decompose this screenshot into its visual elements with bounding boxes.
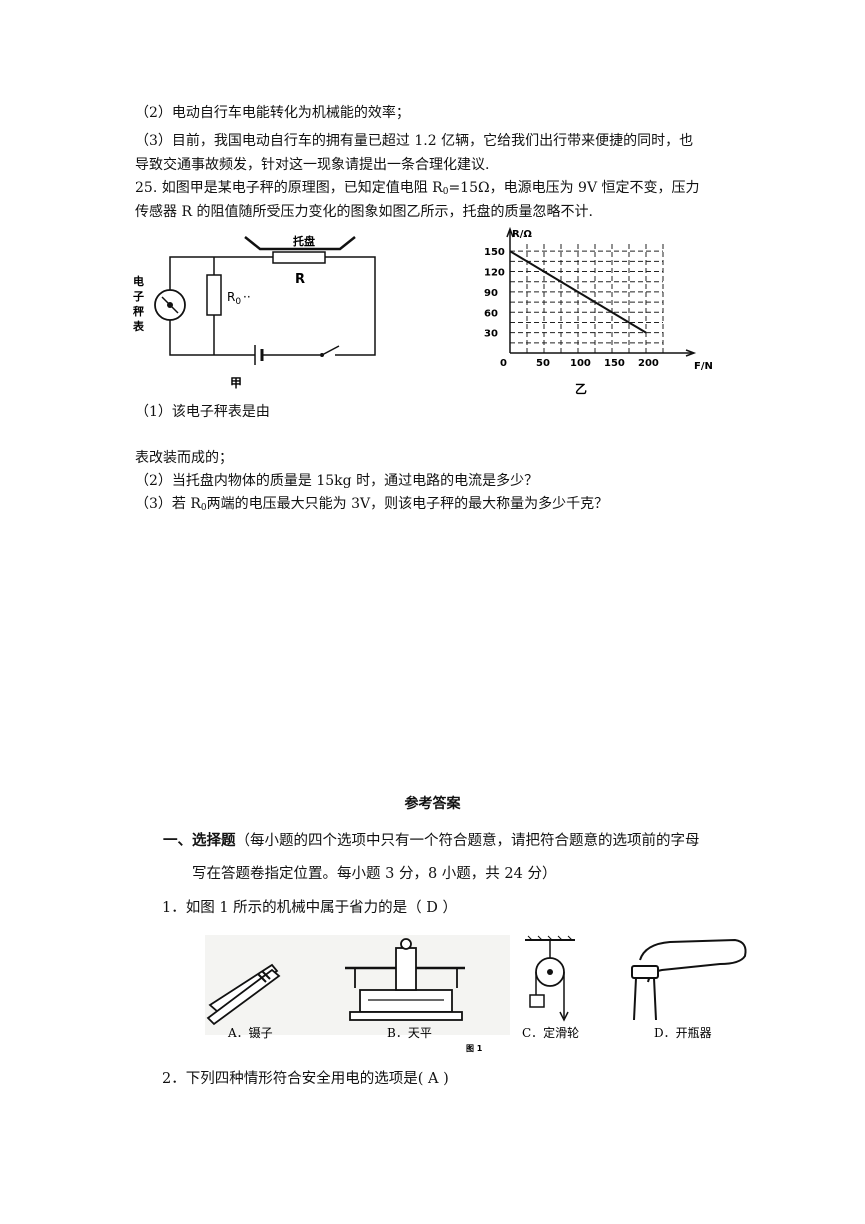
q24-part2: （2）电动自行车电能转化为机械能的效率； <box>135 105 410 121</box>
q25-intro-text-rest: =15Ω，电源电压为 9V 恒定不变，压力 <box>448 180 700 196</box>
q24-part3-line1: （3）目前，我国电动自行车的拥有量已超过 1.2 亿辆，它给我们出行带来便捷的同… <box>135 133 694 149</box>
x-tick-label: 50 <box>536 358 550 369</box>
answer-q2: 2．下列四种情形符合安全用电的选项是( A ) <box>162 1071 449 1087</box>
sensor-resistor <box>272 251 326 264</box>
x-tick-label: 200 <box>638 358 659 369</box>
sensor-r-label: R <box>295 272 305 287</box>
wire-top-left <box>169 256 273 290</box>
q25-part3-text-rest: 两端的电压最大只能为 3V，则该电子秤的最大称量为多少千克？ <box>206 496 609 512</box>
q25-part1-line1: （1）该电子秤表是由 <box>135 404 270 420</box>
switch-lever <box>321 345 340 356</box>
r0-dots: ·· <box>243 290 251 304</box>
y-tick-label: 30 <box>484 329 498 340</box>
wire-bottom-left <box>169 320 255 356</box>
figure-1-machines: A．镊子 B．天平 C．定滑轮 D．开瓶器 图 1 <box>205 935 747 1053</box>
answers-title: 参考答案 <box>404 796 461 812</box>
meter-pivot <box>167 302 173 308</box>
wire-right <box>325 256 376 356</box>
chart-axes <box>506 226 697 357</box>
q24-part3-line2: 导致交通事故频发，针对这一现象请提出一条合理化建议. <box>135 157 490 173</box>
r0-sub: 0 <box>235 297 241 307</box>
q25-intro-text: 25. 如图甲是某电子秤的原理图，已知定值电阻 R <box>135 180 443 196</box>
tweezers-icon <box>206 963 281 1026</box>
chart-y-axis-label: R/Ω <box>512 229 532 240</box>
q25-intro-line2: 传感器 R 的阻值随所受压力变化的图象如图乙所示，托盘的质量忽略不计. <box>135 204 593 220</box>
chart-series <box>509 250 647 334</box>
figure-b-label: 乙 <box>575 382 587 396</box>
tray-shape <box>244 236 356 251</box>
figure-a-label: 甲 <box>230 376 242 390</box>
meter-label-3: 秤 <box>133 304 144 318</box>
option-c-label: C．定滑轮 <box>522 1025 579 1040</box>
x-axis-arrow <box>685 349 697 357</box>
x-tick-label: 150 <box>604 358 625 369</box>
fixed-pulley-icon <box>525 935 575 1022</box>
section1-title: 一、选择题 <box>163 832 236 849</box>
x-tick-label: 100 <box>570 358 591 369</box>
r0-label: R0 <box>227 290 241 307</box>
q25-part3: （3）若 R0两端的电压最大只能为 3V，则该电子秤的最大称量为多少千克？ <box>135 494 608 518</box>
q25-part3-sub: 0 <box>200 503 207 513</box>
option-d-label: D．开瓶器 <box>654 1026 712 1040</box>
y-tick-label: 60 <box>484 308 498 319</box>
resistance-force-chart: 0 50 100 150 200 30 60 90 120 150 R/Ω F/N 乙 <box>484 226 713 396</box>
q25-part1-line2: 表改装而成的； <box>135 450 233 466</box>
series-line <box>509 250 647 334</box>
meter-label-2: 子 <box>133 290 144 303</box>
y-axis-arrow <box>506 226 514 238</box>
x-tick-label: 0 <box>500 358 507 369</box>
chart-ticks: 0 50 100 150 200 30 60 90 120 150 <box>484 247 659 369</box>
y-tick-label: 120 <box>484 268 505 279</box>
tray-label: 托盘 <box>293 234 315 248</box>
q25-part2: （2）当托盘内物体的质量是 15kg 时，通过电路的电流是多少？ <box>135 473 539 489</box>
meter-label-4: 表 <box>132 319 145 333</box>
chart-x-axis-label: F/N <box>694 361 713 372</box>
bottle-opener-icon <box>631 938 747 1021</box>
q25-intro-line1: 25. 如图甲是某电子秤的原理图，已知定值电阻 R0=15Ω，电源电压为 9V … <box>135 178 700 202</box>
q25-part3-text: （3）若 R <box>135 496 201 512</box>
section1-desc-a: （每小题的四个选项中只有一个符合题意，请把符合题意的选项前的字母 <box>235 833 700 849</box>
option-a-label: A．镊子 <box>227 1026 273 1040</box>
chart-grid <box>510 241 664 353</box>
meter-label-1: 电 <box>133 274 144 288</box>
answer-q1: 1．如图 1 所示的机械中属于省力的是（ D ） <box>162 900 458 916</box>
figure-1-caption: 图 1 <box>466 1044 483 1053</box>
section1-line2: 写在答题卷指定位置。每小题 3 分，8 小题，共 24 分） <box>192 866 557 882</box>
r0-subscript: 0 <box>442 187 449 197</box>
r0-letter: R <box>227 290 235 304</box>
fixed-resistor-r0 <box>206 274 222 316</box>
circuit-diagram: 托盘 R 电 子 秤 表 R0 ·· 甲 <box>132 234 376 390</box>
section1-line1: 一、选择题（每小题的四个选项中只有一个符合题意，请把符合题意的选项前的字母 <box>163 831 700 851</box>
y-tick-label: 150 <box>484 247 505 258</box>
option-b-label: B．天平 <box>387 1026 432 1040</box>
y-tick-label: 90 <box>484 288 498 299</box>
balance-scale-icon <box>345 938 465 1021</box>
